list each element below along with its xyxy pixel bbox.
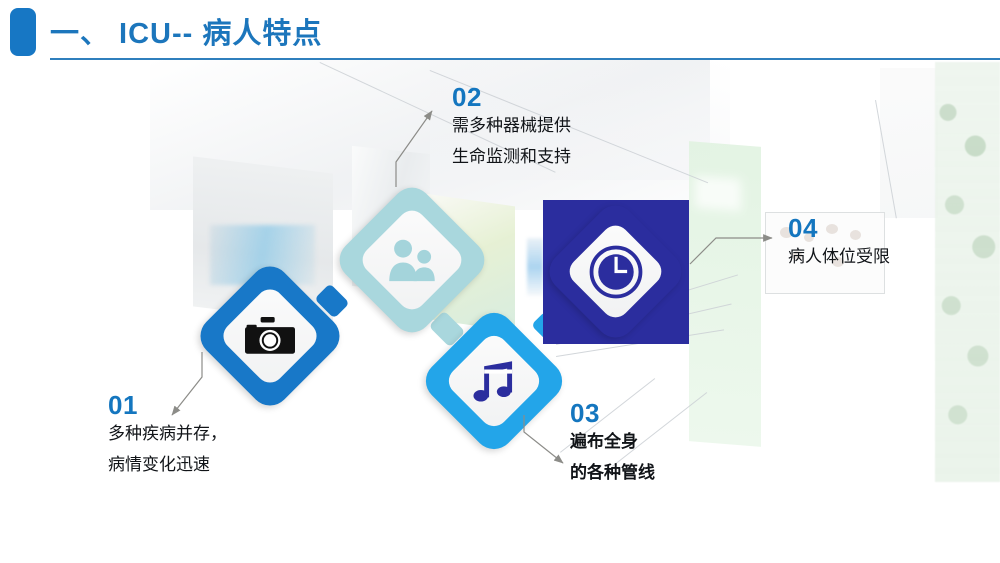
- label-02-line-2: 生命监测和支持: [452, 147, 571, 167]
- arrow-to-label-04: [689, 234, 773, 265]
- label-04-number: 04: [788, 213, 818, 243]
- label-04-line-1: 病人体位受限: [788, 247, 890, 266]
- label-02: 02 需多种器械提供 生命监测和支持: [452, 84, 571, 173]
- label-04: 04 病人体位受限: [788, 215, 890, 272]
- background-green-panel: [689, 141, 761, 447]
- label-02-line-1: 需多种器械提供: [452, 116, 571, 135]
- label-03-line-2: 的各种管线: [570, 463, 655, 483]
- node-02-people[interactable]: [330, 178, 494, 342]
- label-01-number: 01: [108, 390, 138, 420]
- node-04-clock[interactable]: [541, 197, 691, 346]
- label-03-number: 03: [570, 398, 600, 428]
- background-right-wall: [880, 68, 938, 218]
- people-icon: [376, 226, 448, 294]
- music-note-icon: [460, 349, 528, 413]
- node-03-music[interactable]: [417, 304, 571, 458]
- page-title: 一、 ICU-- 病人特点: [50, 18, 323, 50]
- camera-icon: [235, 304, 305, 368]
- label-01: 01 多种疾病并存， 病情变化迅速: [108, 392, 227, 481]
- label-01-line-2: 病情变化迅速: [108, 455, 210, 475]
- node-01-camera[interactable]: [192, 258, 348, 414]
- title-divider: [50, 58, 1000, 60]
- title-accent-bar: [10, 8, 36, 56]
- background-plant-wall: [935, 62, 1000, 482]
- clock-icon: [581, 238, 651, 306]
- label-03: 03 遍布全身 的各种管线: [570, 400, 655, 489]
- label-03-line-1: 遍布全身: [570, 432, 638, 451]
- label-02-number: 02: [452, 82, 482, 112]
- arrow-to-label-02: [395, 110, 433, 187]
- label-01-line-1: 多种疾病并存，: [108, 424, 227, 443]
